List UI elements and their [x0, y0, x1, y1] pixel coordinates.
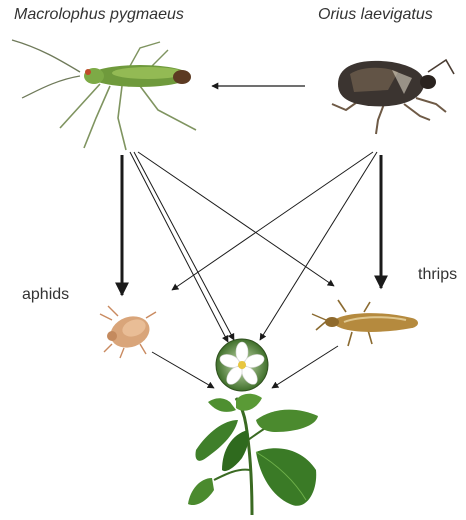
thrips-label: thrips: [418, 266, 457, 284]
arrow-thrips-to-plant: [272, 346, 338, 388]
pepper-plant-icon: [188, 394, 318, 515]
green-mirid-bug-icon: [12, 40, 196, 150]
thrips-icon: [312, 300, 418, 346]
dark-pirate-bug-icon: [332, 60, 454, 134]
arrow-orius-to-flower: [260, 152, 377, 340]
aphid-icon: [100, 306, 156, 358]
aphids-label: aphids: [22, 286, 69, 304]
macrolophus-label: Macrolophus pygmaeus: [14, 6, 184, 24]
white-flower-icon: [216, 339, 268, 391]
arrow-orius-to-aphids: [172, 152, 373, 290]
orius-label: Orius laevigatus: [318, 6, 433, 24]
arrow-macrolophus-to-thrips: [138, 152, 334, 286]
arrow-aphids-to-plant: [152, 352, 214, 388]
arrow-macrolophus-to-flower-b: [134, 152, 234, 340]
